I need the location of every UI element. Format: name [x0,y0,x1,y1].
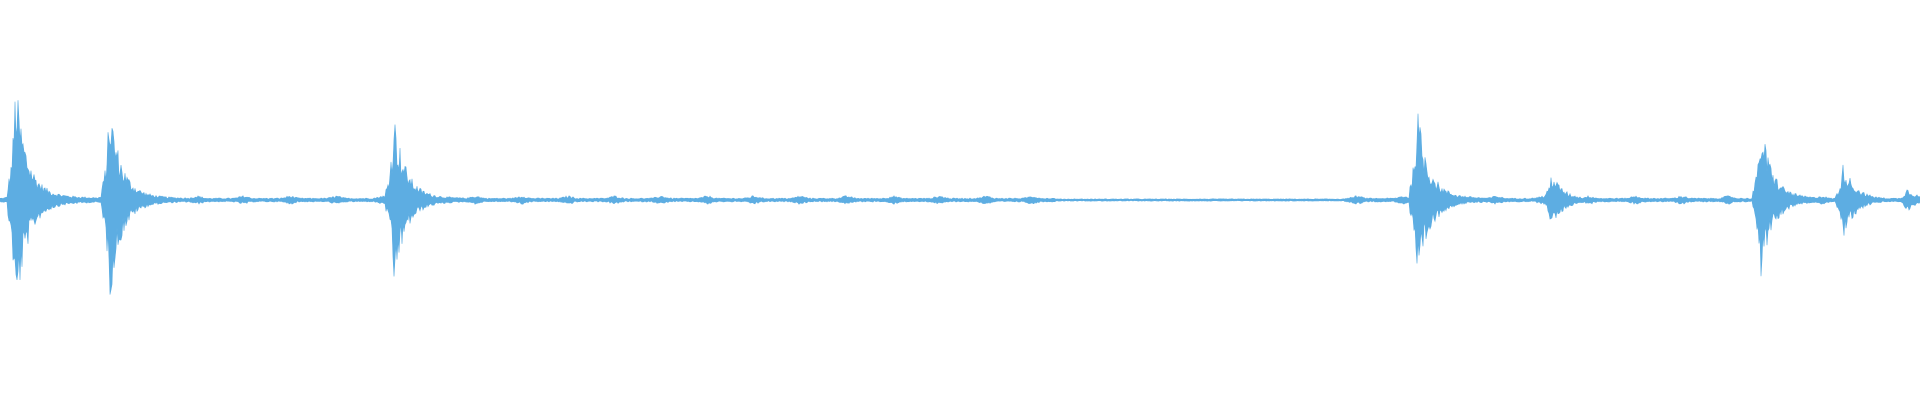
waveform-trace [0,100,1920,295]
